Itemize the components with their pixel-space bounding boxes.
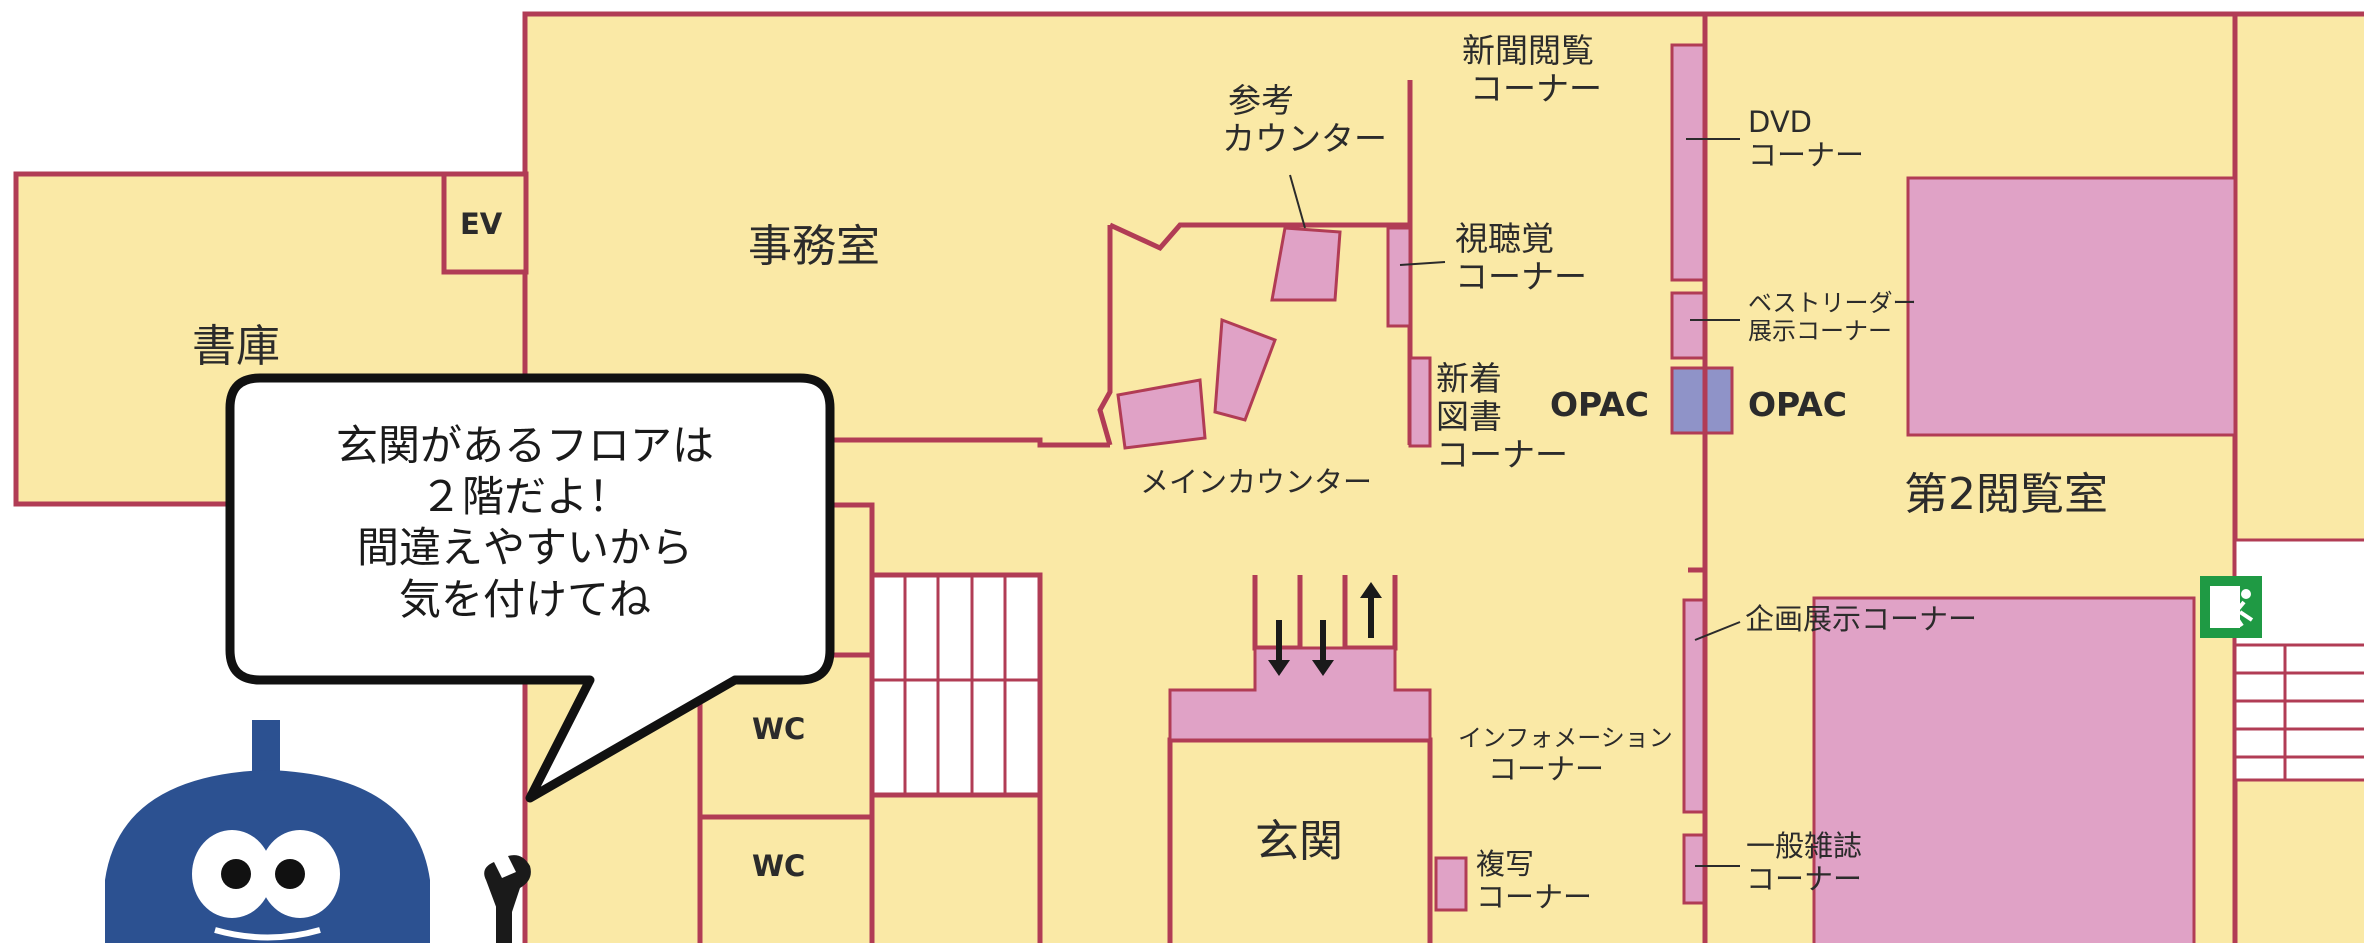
copy-corner-line-1: 複写 [1476, 847, 1535, 881]
entrance-label: 玄関 [1255, 816, 1343, 867]
entrance-arrows [1268, 582, 1382, 676]
bestreader-line-2: 展示コーナー [1748, 316, 1892, 345]
reference-counter [1270, 226, 1342, 302]
bubble-line-4: 気を付けてね [398, 574, 651, 624]
newspaper-corner-line-1: 新聞閲覧 [1462, 31, 1594, 70]
reading-area-north [1906, 176, 2237, 437]
new-books-shelf [1408, 356, 1432, 448]
office-label: 事務室 [748, 221, 880, 272]
main-counter-label: メインカウンター [1140, 465, 1373, 499]
new-books-line-3: コーナー [1436, 434, 1568, 474]
east-corridor-area [2232, 11, 2364, 943]
leader-lines [1289, 138, 1741, 867]
opac-terminal [1670, 366, 1734, 435]
center-walls [1688, 14, 1708, 943]
second-reading-room-label: 第2閲覧室 [1904, 469, 2108, 520]
dvd-shelf [1670, 43, 1707, 282]
reference-counter-line-2: カウンター [1222, 118, 1387, 158]
bestreader-corner-label: ベストリーダー 展示コーナー [1748, 289, 1917, 345]
emergency-exit-icon [2200, 576, 2262, 638]
copy-corner-label: 複写 コーナー [1476, 847, 1593, 915]
bestreader-line-1: ベストリーダー [1748, 289, 1917, 317]
av-corner-label: 視聴覚 コーナー [1455, 220, 1587, 296]
new-books-line-1: 新着 [1436, 359, 1502, 398]
wrench-icon [484, 855, 531, 943]
mascot-antenna [252, 720, 280, 775]
new-books-line-2: 図書 [1436, 396, 1502, 436]
exhibition-corner-label: 企画展示コーナー [1745, 602, 1978, 636]
information-line-1: インフォメーション [1458, 724, 1673, 752]
bubble-line-3: 間違えやすいから [356, 523, 693, 573]
stack-room-label: 書庫 [192, 321, 280, 372]
magazine-corner-line-1: 一般雑誌 [1746, 829, 1863, 863]
reading-room-furniture [1812, 176, 2237, 943]
reference-counter-line-1: 参考 [1228, 81, 1294, 120]
copy-corner-line-2: コーナー [1476, 880, 1593, 915]
main-counter-segment-2 [1116, 378, 1207, 450]
magazine-corner-line-2: コーナー [1746, 862, 1863, 897]
information-line-2: コーナー [1488, 751, 1605, 786]
arrow-down-icon [1312, 660, 1334, 676]
counter-furniture [1116, 226, 1432, 450]
reading-area-south [1812, 596, 2196, 943]
bestreader-shelf [1670, 291, 1707, 360]
newspaper-corner-line-2: コーナー [1470, 68, 1602, 108]
mascot [105, 720, 430, 943]
information-corner-label: インフォメーション コーナー [1458, 724, 1673, 786]
av-shelf [1386, 226, 1412, 328]
newspaper-corner-label: 新聞閲覧 コーナー [1462, 32, 1602, 108]
staircase-left [872, 575, 1040, 795]
speech-bubble-text: 玄関があるフロアは ２階だよ！ 間違えやすいから 気を付けてね [230, 420, 820, 625]
arrow-up-icon [1360, 582, 1382, 598]
arrow-down-icon [1268, 660, 1290, 676]
dvd-corner-line-2: コーナー [1748, 138, 1865, 173]
ev-label: EV [460, 207, 503, 241]
opac-right-label: OPAC [1748, 385, 1847, 424]
wc-lower-label: WC [752, 849, 806, 883]
entrance-hall [1167, 575, 1433, 943]
reference-counter-label: 参考 カウンター [1222, 82, 1387, 158]
dvd-corner-line-1: DVD [1748, 105, 1812, 139]
new-books-corner-label: 新着 図書 コーナー [1436, 360, 1568, 474]
copy-machine [1434, 856, 1468, 912]
magazine-corner-label: 一般雑誌 コーナー [1746, 829, 1863, 897]
bubble-line-2: ２階だよ！ [419, 472, 630, 522]
dvd-corner-label: DVD コーナー [1748, 105, 1865, 173]
main-counter-segment-1 [1213, 317, 1277, 422]
bubble-line-1: 玄関があるフロアは [335, 421, 714, 470]
av-corner-line-2: コーナー [1455, 256, 1587, 296]
opac-left-label: OPAC [1550, 385, 1649, 424]
wc-upper-label: WC [752, 712, 806, 746]
magazine-shelf [1682, 833, 1707, 905]
exhibition-shelf [1682, 598, 1707, 814]
entrance-mat [1168, 646, 1432, 742]
speech-bubble [225, 373, 835, 803]
av-corner-line-1: 視聴覚 [1455, 219, 1554, 258]
